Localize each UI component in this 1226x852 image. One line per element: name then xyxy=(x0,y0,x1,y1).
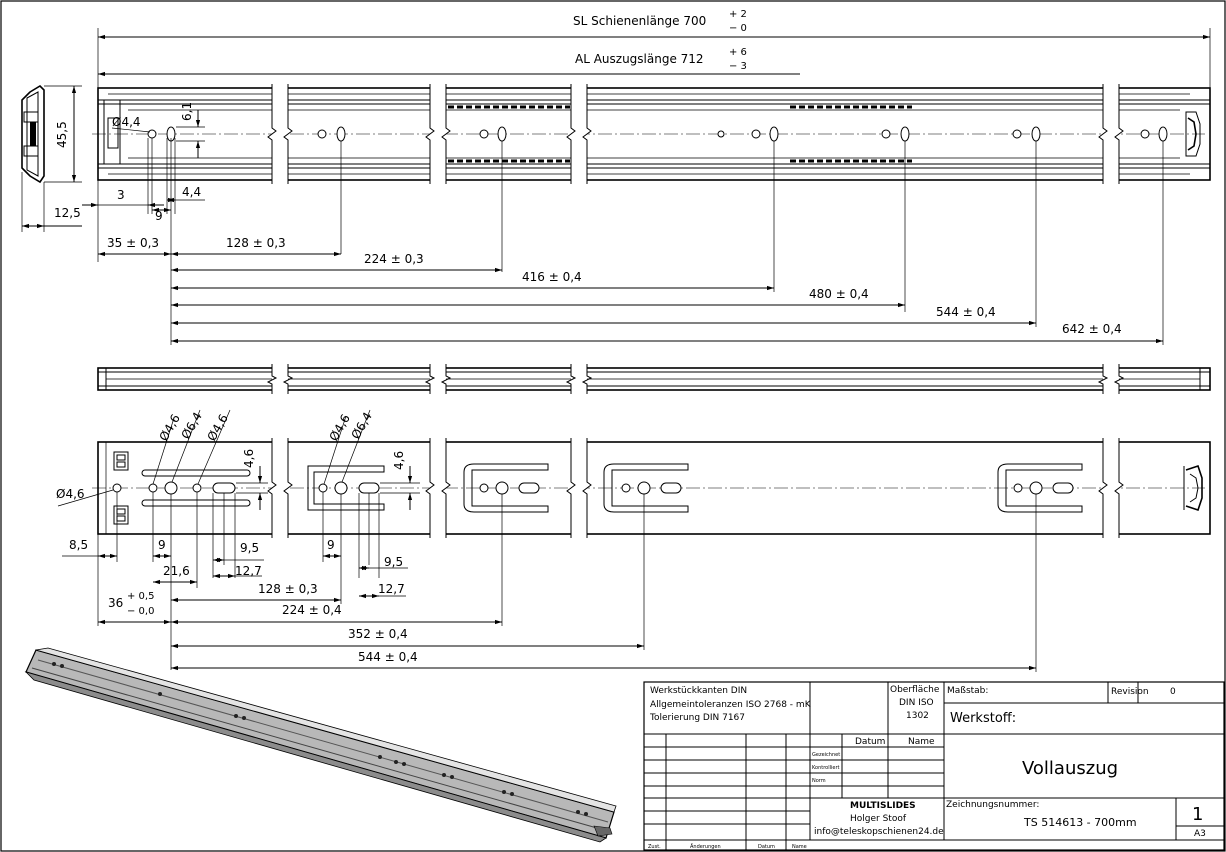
al-tol-minus: − 3 xyxy=(729,61,747,72)
tb-name-label: Name xyxy=(908,737,935,747)
dim-4-6-b: 4,6 xyxy=(392,451,406,470)
dim-4-4: 4,4 xyxy=(182,185,201,199)
dim-36-plus: + 0,5 xyxy=(127,591,154,602)
tb-note-3: Tolerierung DIN 7167 xyxy=(649,713,745,723)
dim-9-5-b: 9,5 xyxy=(384,555,403,569)
dim-9: 9 xyxy=(155,209,163,223)
tb-oberflaeche-1: Oberfläche xyxy=(890,685,940,695)
tb-massstab: Maßstab: xyxy=(947,686,988,696)
dim-12-7-b: 12,7 xyxy=(378,582,405,596)
top-hole-dia: Ø4,4 xyxy=(112,115,141,129)
sl-tol-minus: − 0 xyxy=(729,23,747,34)
bottom-view-breaks xyxy=(267,438,1124,538)
tb-footer-datum: Datum xyxy=(758,844,775,850)
dim-45-5: 45,5 xyxy=(55,121,69,148)
tb-kontrolliert: Kontrolliert xyxy=(812,765,840,771)
dia-4-6-a: Ø4,6 xyxy=(156,412,182,444)
isometric-rail-render xyxy=(24,647,617,843)
tb-datum-label: Datum xyxy=(855,737,885,747)
dim-416: 416 ± 0,4 xyxy=(522,270,582,284)
tb-person: Holger Stoof xyxy=(850,814,907,824)
dim-9-a: 9 xyxy=(158,538,166,552)
bottom-view-local-dims: Ø4,6 Ø6,4 Ø4,6 Ø4,6 Ø6,4 Ø4,6 4,6 4,6 xyxy=(56,410,1037,672)
dim-544-top: 544 ± 0,4 xyxy=(936,305,996,319)
dia-6-4-b: Ø6,4 xyxy=(348,410,374,442)
tb-footer-aenderungen: Änderungen xyxy=(690,843,721,850)
dim-224-top: 224 ± 0,3 xyxy=(364,252,424,266)
al-label: AL Auszugslänge 712 xyxy=(575,52,704,66)
tb-email: info@teleskopschienen24.de xyxy=(814,827,944,837)
end-profile: 45,5 12,5 xyxy=(21,84,82,232)
tb-oberflaeche-3: 1302 xyxy=(906,711,929,721)
dim-9-b: 9 xyxy=(327,538,335,552)
dim-352: 352 ± 0,4 xyxy=(348,627,408,641)
tb-revision-label: Revision xyxy=(1111,687,1149,697)
dia-4-6-left: Ø4,6 xyxy=(56,487,85,501)
dim-480: 480 ± 0,4 xyxy=(809,287,869,301)
dim-6-1: 6,1 xyxy=(180,102,194,121)
dia-4-6-c: Ø4,6 xyxy=(326,412,352,444)
edge-view-rail xyxy=(97,364,1211,394)
tb-norm: Norm xyxy=(812,778,826,784)
top-view-breaks xyxy=(267,84,1124,184)
tb-note-1: Werkstückkanten DIN xyxy=(650,686,747,696)
dim-12-5: 12,5 xyxy=(54,206,81,220)
dim-224-bottom: 224 ± 0,4 xyxy=(282,603,342,617)
tb-format: A3 xyxy=(1194,829,1206,839)
tb-footer-zust: Zust. xyxy=(648,844,661,850)
tb-gezeichnet: Gezeichnet xyxy=(812,752,840,758)
tb-title: Vollauszug xyxy=(1022,758,1118,779)
dim-9-5-a: 9,5 xyxy=(240,541,259,555)
tb-sheet: 1 xyxy=(1192,804,1203,825)
dim-128-bottom: 128 ± 0,3 xyxy=(258,582,318,596)
tb-footer-name: Name xyxy=(792,844,807,850)
tb-oberflaeche-2: DIN ISO xyxy=(899,698,934,708)
title-block: Werkstückkanten DIN Allgemeintoleranzen … xyxy=(643,681,1225,851)
dim-642: 642 ± 0,4 xyxy=(1062,322,1122,336)
dim-36-minus: − 0,0 xyxy=(127,606,154,617)
overall-length-dimensions: SL Schienenlänge 700 + 2 − 0 AL Auszugsl… xyxy=(97,9,1211,92)
sl-label: SL Schienenlänge 700 xyxy=(573,14,706,28)
sl-tol-plus: + 2 xyxy=(729,9,747,20)
dim-4-6-a: 4,6 xyxy=(242,449,256,468)
al-tol-plus: + 6 xyxy=(729,47,747,58)
dim-128-top: 128 ± 0,3 xyxy=(226,236,286,250)
dim-8-5: 8,5 xyxy=(69,538,88,552)
bottom-view-holes xyxy=(112,481,1074,495)
tb-zeichnungsnummer-label: Zeichnungsnummer: xyxy=(946,800,1039,810)
tb-company: MULTISLIDES xyxy=(850,801,916,811)
dim-3: 3 xyxy=(117,188,125,202)
top-view-rail xyxy=(92,87,1211,181)
dim-21-6: 21,6 xyxy=(163,564,190,578)
dim-36: 36 xyxy=(108,596,123,610)
dia-6-4-a: Ø6,4 xyxy=(178,410,204,442)
dim-12-7-a: 12,7 xyxy=(235,564,262,578)
dim-35: 35 ± 0,3 xyxy=(107,236,159,250)
tb-zeichnungsnummer: TS 514613 - 700mm xyxy=(1023,816,1137,829)
dim-544-bottom: 544 ± 0,4 xyxy=(358,650,418,664)
tb-note-2: Allgemeintoleranzen ISO 2768 - mK xyxy=(650,700,812,710)
tb-werkstoff: Werkstoff: xyxy=(950,711,1016,726)
tb-revision-value: 0 xyxy=(1170,687,1176,697)
top-view-local-dims: Ø4,4 6,1 3 9 4,4 35 ± 0,3 128 ± 0,3 xyxy=(82,102,1164,345)
